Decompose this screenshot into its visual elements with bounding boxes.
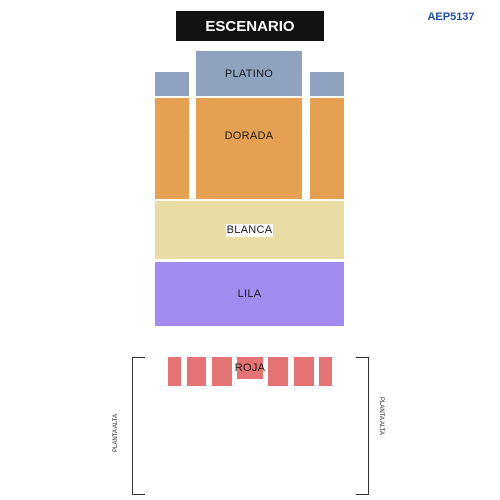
dorada-center[interactable]: DORADA [196,98,302,199]
platino-label: PLATINO [224,67,274,80]
platino-right-wing[interactable] [310,72,344,96]
row-markers-right-aisle: ···················· [305,52,307,197]
row-markers-roja-right: ····· [335,356,337,385]
stage: ESCENARIO [176,11,324,41]
roja-block[interactable] [187,357,206,386]
dorada-label: DORADA [224,129,274,142]
lila-zone[interactable]: LILA [155,262,344,326]
planta-alta-right-label: PLANTA ALTA [378,396,385,436]
event-code: AEP5137 [427,11,475,23]
row-markers-roja-left: ····· [163,356,165,385]
roja-block[interactable] [319,357,332,386]
platino-left-wing[interactable] [155,72,189,96]
roja-block[interactable] [268,357,288,386]
lila-label: LILA [237,288,262,300]
planta-alta-right-bracket [356,357,369,495]
blanca-label: BLANCA [225,223,274,237]
row-markers-right-outer: ················· [347,202,349,324]
planta-alta-left-label: PLANTA ALTA [113,413,120,453]
row-markers-left-aisle: ···················· [191,52,193,197]
row-markers-left-outer: ················· [151,202,153,324]
planta-alta-left-bracket [132,357,145,495]
roja-block[interactable] [212,357,232,386]
stage-label: ESCENARIO [205,17,295,35]
roja-block[interactable] [294,357,314,386]
roja-block[interactable] [168,357,181,386]
platino-center[interactable]: PLATINO [196,51,302,96]
roja-center-block[interactable]: ROJA [234,357,266,379]
dorada-left-wing[interactable] [155,98,189,199]
dorada-right-wing[interactable] [310,98,344,199]
roja-label: ROJA [234,362,266,374]
blanca-zone[interactable]: BLANCA [155,201,344,259]
